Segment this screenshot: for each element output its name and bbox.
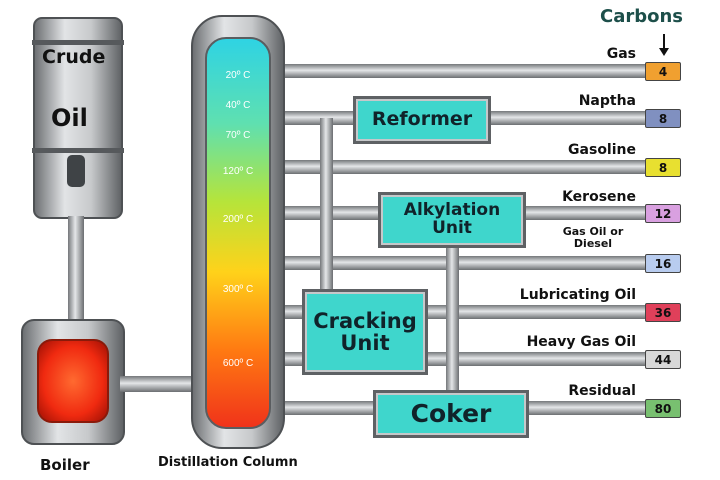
boiler-flame [37,339,109,423]
carbon-box-lubricating-oil: 36 [645,303,681,322]
unit-connector-pipes [320,118,459,398]
boiler [21,319,125,445]
distillation-column [191,15,285,449]
product-label-gasoline: Gasoline [568,142,636,158]
temp-label: 120º C [222,166,254,177]
oil-label: Oil [51,104,88,132]
carbon-box-heavy-gas-oil: 44 [645,350,681,369]
carbon-box-gas-oil-diesel: 16 [645,254,681,273]
coker-unit: Coker [373,390,529,438]
carbon-box-gas: 4 [645,62,681,81]
temperature-gradient [205,37,271,429]
temp-label: 40º C [225,100,251,111]
carbon-box-residual: 80 [645,399,681,418]
crude-oil-drum [32,17,124,219]
alkylation-unit: Alkylation Unit [378,192,526,248]
distillation-column-label: Distillation Column [158,455,298,470]
carbons-arrow [659,34,669,56]
reformer-unit: Reformer [353,96,491,144]
product-label-kerosene: Kerosene [562,189,636,205]
product-label-lubricating-oil: Lubricating Oil [519,287,636,303]
product-label-gas: Gas [606,46,636,62]
temp-label: 200º C [222,214,254,225]
carbon-box-gasoline: 8 [645,158,681,177]
product-label-heavy-gas-oil: Heavy Gas Oil [526,334,636,350]
carbons-header: Carbons [600,6,684,27]
cracking-unit: Cracking Unit [302,289,428,375]
product-label-residual: Residual [568,383,636,399]
crude-label: Crude [42,46,106,68]
carbon-box-kerosene: 12 [645,204,681,223]
temp-label: 20º C [225,70,251,81]
product-label-naptha: Naptha [578,93,636,109]
product-label-gas-oil-diesel: Gas Oil or Diesel [562,225,624,250]
temp-label: 600º C [222,358,254,369]
temp-label: 300º C [222,284,254,295]
boiler-label: Boiler [40,456,90,474]
boiler-outlet-pipe [120,376,196,392]
carbon-box-naptha: 8 [645,109,681,128]
temp-label: 70º C [225,130,251,141]
crude-feed-pipe [68,216,84,322]
